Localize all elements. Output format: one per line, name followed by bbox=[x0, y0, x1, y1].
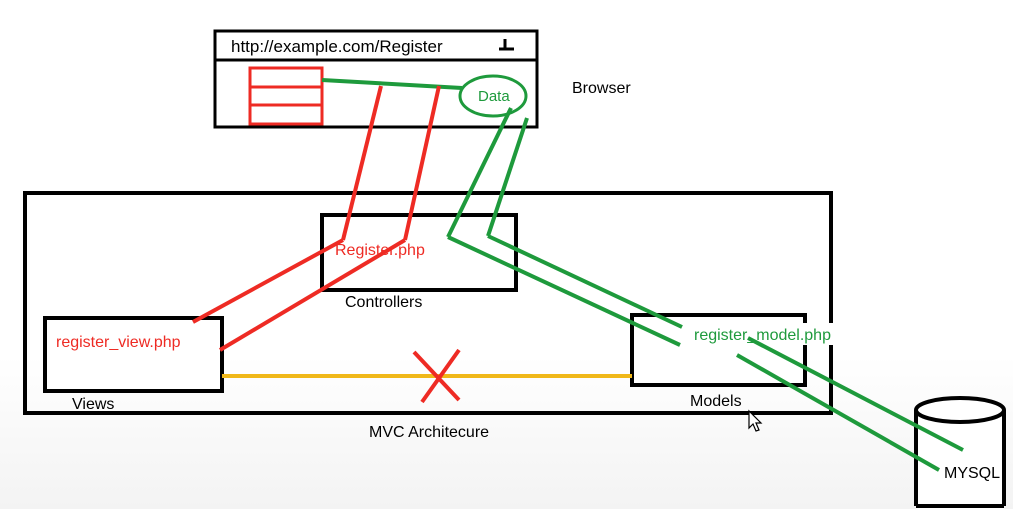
models-label: Models bbox=[690, 393, 742, 410]
mouse-pointer-icon bbox=[748, 409, 763, 432]
browser-controller-red-link-1 bbox=[341, 85, 383, 241]
controller-model-green-link-2 bbox=[487, 234, 683, 329]
data-controller-green-link-1 bbox=[446, 107, 513, 238]
data-controller-green-link-2 bbox=[486, 117, 529, 237]
data-bubble bbox=[458, 74, 528, 118]
controller-view-red-link-1 bbox=[192, 238, 344, 324]
mysql-label: MYSQL bbox=[944, 465, 1000, 482]
mysql-database-icon bbox=[914, 396, 1006, 509]
views-box bbox=[43, 316, 224, 393]
blocked-x-icon bbox=[412, 348, 461, 404]
controller-view-red-link-2 bbox=[218, 238, 407, 352]
form-icon bbox=[248, 66, 324, 126]
cursor-icon bbox=[499, 39, 514, 51]
model-db-green-link-2 bbox=[736, 353, 940, 472]
data-bubble-label: Data bbox=[478, 88, 510, 105]
architecture-title: MVC Architecure bbox=[369, 424, 489, 441]
model-db-green-link-1 bbox=[747, 336, 964, 452]
models-file: register_model.php bbox=[694, 327, 831, 344]
controllers-label: Controllers bbox=[345, 294, 422, 311]
views-file: register_view.php bbox=[56, 334, 181, 351]
mvc-container bbox=[23, 191, 833, 415]
browser-url: http://example.com/Register bbox=[231, 37, 443, 56]
controller-model-green-link-1 bbox=[447, 235, 681, 347]
controllers-file: Register.php bbox=[335, 242, 425, 259]
views-label: Views bbox=[72, 396, 114, 413]
browser-label: Browser bbox=[572, 80, 631, 97]
browser-controller-red-link-2 bbox=[403, 85, 441, 241]
